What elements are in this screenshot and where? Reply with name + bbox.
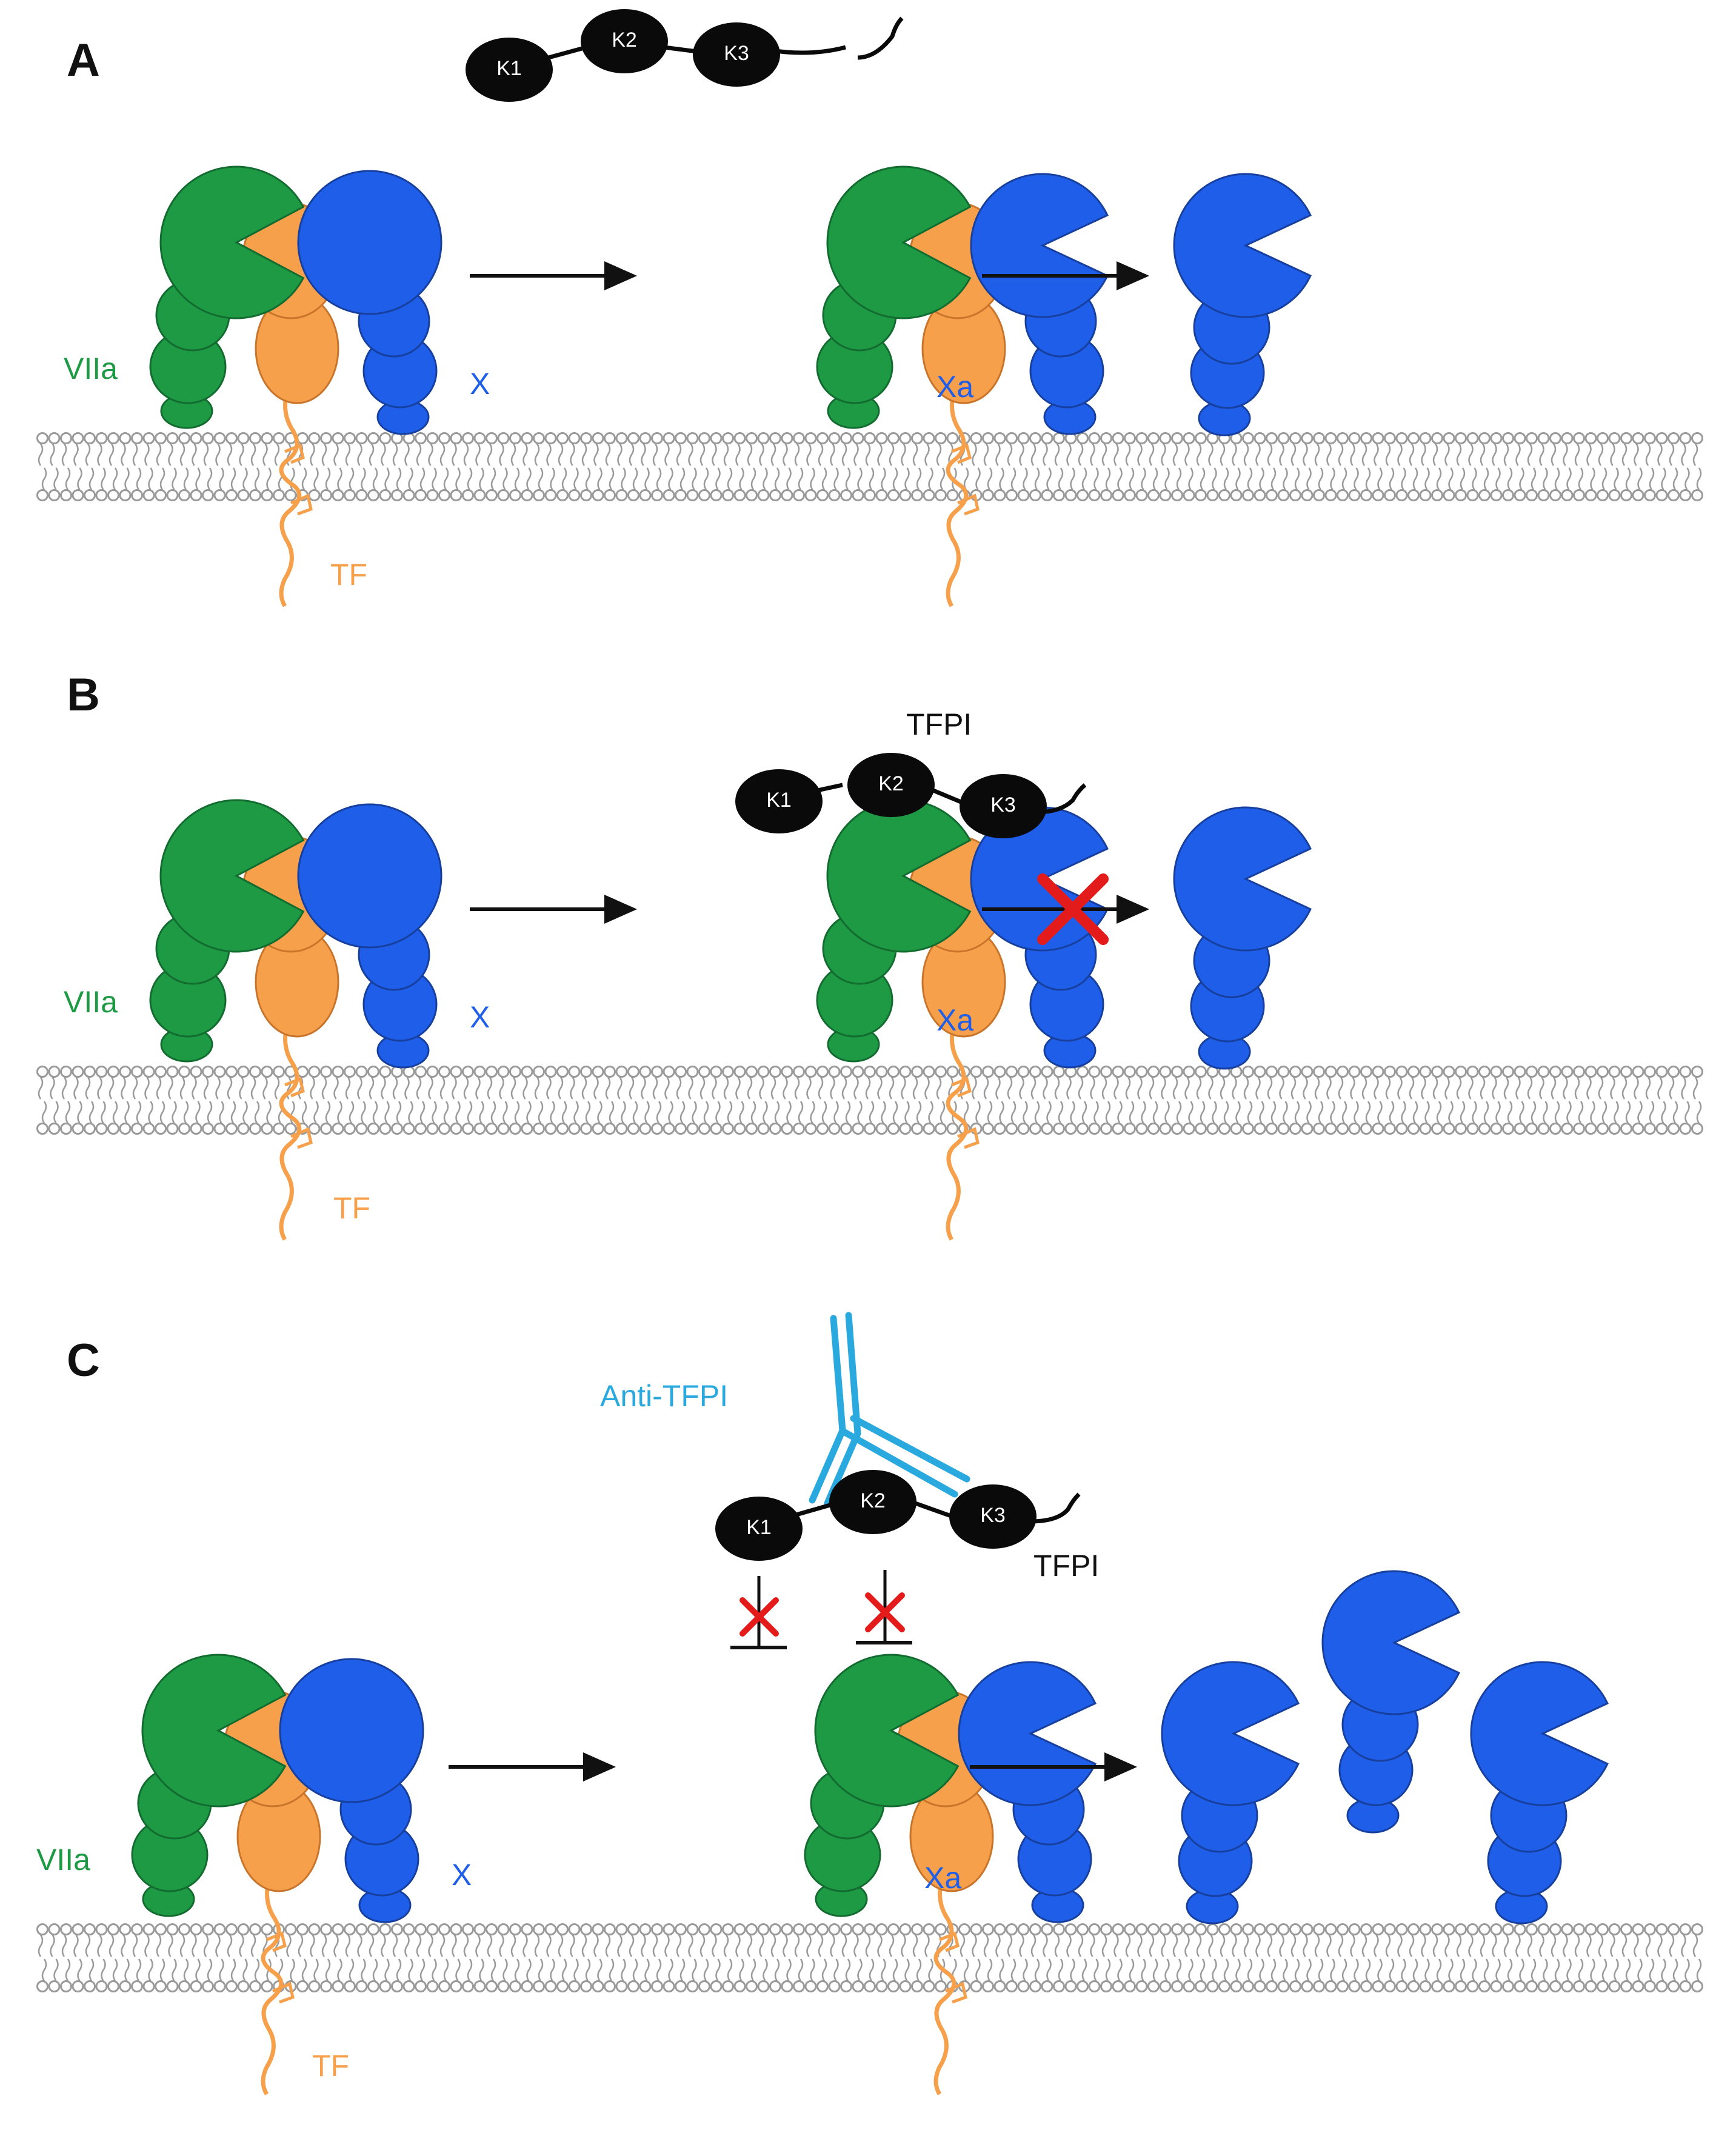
kunitz-domain-3 (693, 22, 780, 87)
membrane (36, 1066, 1703, 1135)
x-protease-domain (297, 803, 442, 949)
blocked-inhibition-icon (730, 1576, 787, 1649)
panel-b-letter: B (67, 669, 100, 721)
viia-label: VIIa (64, 985, 118, 1019)
free-factor-xa (1173, 806, 1312, 1070)
tf-label: TF (330, 558, 367, 592)
viia-label: VIIa (36, 1843, 90, 1877)
tf-viia-xa-complex (816, 165, 1109, 607)
protease-domain (1161, 1661, 1300, 1806)
panel-c: C Anti-TFPI K1 K2 K3 TFPI (36, 1312, 1703, 2095)
kunitz-domain-2 (847, 753, 935, 817)
membrane (36, 432, 1703, 501)
xa-protease-domain (958, 1661, 1097, 1806)
anti-tfpi-label: Anti-TFPI (600, 1379, 728, 1413)
k1-label: K1 (496, 57, 522, 80)
anti-tfpi-antibody-icon (809, 1312, 970, 1507)
free-factor-xa (1470, 1661, 1609, 1925)
k1-label: K1 (766, 789, 792, 812)
viia-protease-domain (159, 799, 305, 953)
k2-label: K2 (878, 772, 904, 795)
panel-a: A K1 K2 K3 VIIa X TF Xa (36, 9, 1703, 607)
viia-protease-domain (159, 165, 305, 319)
xa-label: Xa (936, 1003, 973, 1037)
kunitz-domain-1 (735, 769, 823, 833)
x-label: X (470, 1000, 490, 1034)
tf-transmembrane-stalk (279, 1020, 302, 1241)
tfpi-molecule: K1 K2 K3 (715, 1470, 1081, 1561)
tf-viia-x-complex (149, 799, 442, 1241)
x-protease-domain (279, 1658, 424, 1803)
tf-transmembrane-stalk (933, 1875, 956, 2095)
protease-domain (1470, 1661, 1609, 1806)
free-factor-xa (1161, 1661, 1300, 1925)
viia-label: VIIa (64, 352, 118, 386)
xa-label: Xa (924, 1861, 961, 1895)
panel-c-letter: C (67, 1335, 100, 1386)
blocked-x-icon (1037, 873, 1109, 945)
blocked-inhibition-icon (856, 1570, 912, 1644)
kunitz-domain-3 (949, 1484, 1037, 1549)
kunitz-domain-1 (715, 1497, 803, 1561)
xa-protease-domain (970, 173, 1109, 318)
tfpi-molecule: K1 K2 K3 (735, 753, 1087, 838)
kunitz-domain-3 (960, 774, 1047, 838)
tf-label: TF (312, 2049, 349, 2083)
membrane (36, 1923, 1703, 1992)
tfpi-label: TFPI (1033, 1549, 1099, 1583)
viia-protease-domain (814, 1654, 960, 1808)
x-protease-domain (297, 170, 442, 315)
tf-label: TF (333, 1191, 370, 1225)
kunitz-domain-2 (829, 1470, 916, 1534)
tf-viia-x-complex (149, 165, 442, 607)
k3-label: K3 (724, 42, 749, 65)
x-label: X (470, 367, 490, 401)
free-factor-xa (1173, 173, 1312, 436)
tf-viia-xa-complex (804, 1654, 1097, 2095)
viia-protease-domain (826, 165, 972, 319)
tf-transmembrane-stalk (946, 1020, 969, 1241)
panel-b: B VIIa X TF Xa K1 K2 K3 TFPI (36, 669, 1703, 1241)
tf-transmembrane-stalk (261, 1875, 284, 2095)
xa-label: Xa (936, 370, 973, 404)
tfpi-molecule: K1 K2 K3 (466, 9, 904, 102)
kunitz-domain-2 (581, 9, 668, 73)
tfpi-label: TFPI (906, 707, 972, 741)
k2-label: K2 (860, 1489, 886, 1512)
protease-domain (1173, 806, 1312, 952)
tf-viia-xa-complex (816, 799, 1109, 1241)
viia-protease-domain (141, 1654, 287, 1808)
k3-label: K3 (990, 793, 1016, 816)
tf-transmembrane-stalk (279, 387, 302, 607)
k1-label: K1 (746, 1516, 772, 1539)
k3-label: K3 (980, 1504, 1006, 1527)
k2-label: K2 (612, 28, 637, 52)
tf-transmembrane-stalk (946, 387, 969, 607)
x-label: X (452, 1858, 472, 1892)
panel-a-letter: A (67, 35, 100, 86)
tf-viia-x-complex (131, 1654, 424, 2095)
protease-domain (1321, 1570, 1460, 1715)
protease-domain (1173, 173, 1312, 318)
free-factor-xa (1321, 1570, 1460, 1834)
kunitz-domain-1 (466, 38, 553, 102)
